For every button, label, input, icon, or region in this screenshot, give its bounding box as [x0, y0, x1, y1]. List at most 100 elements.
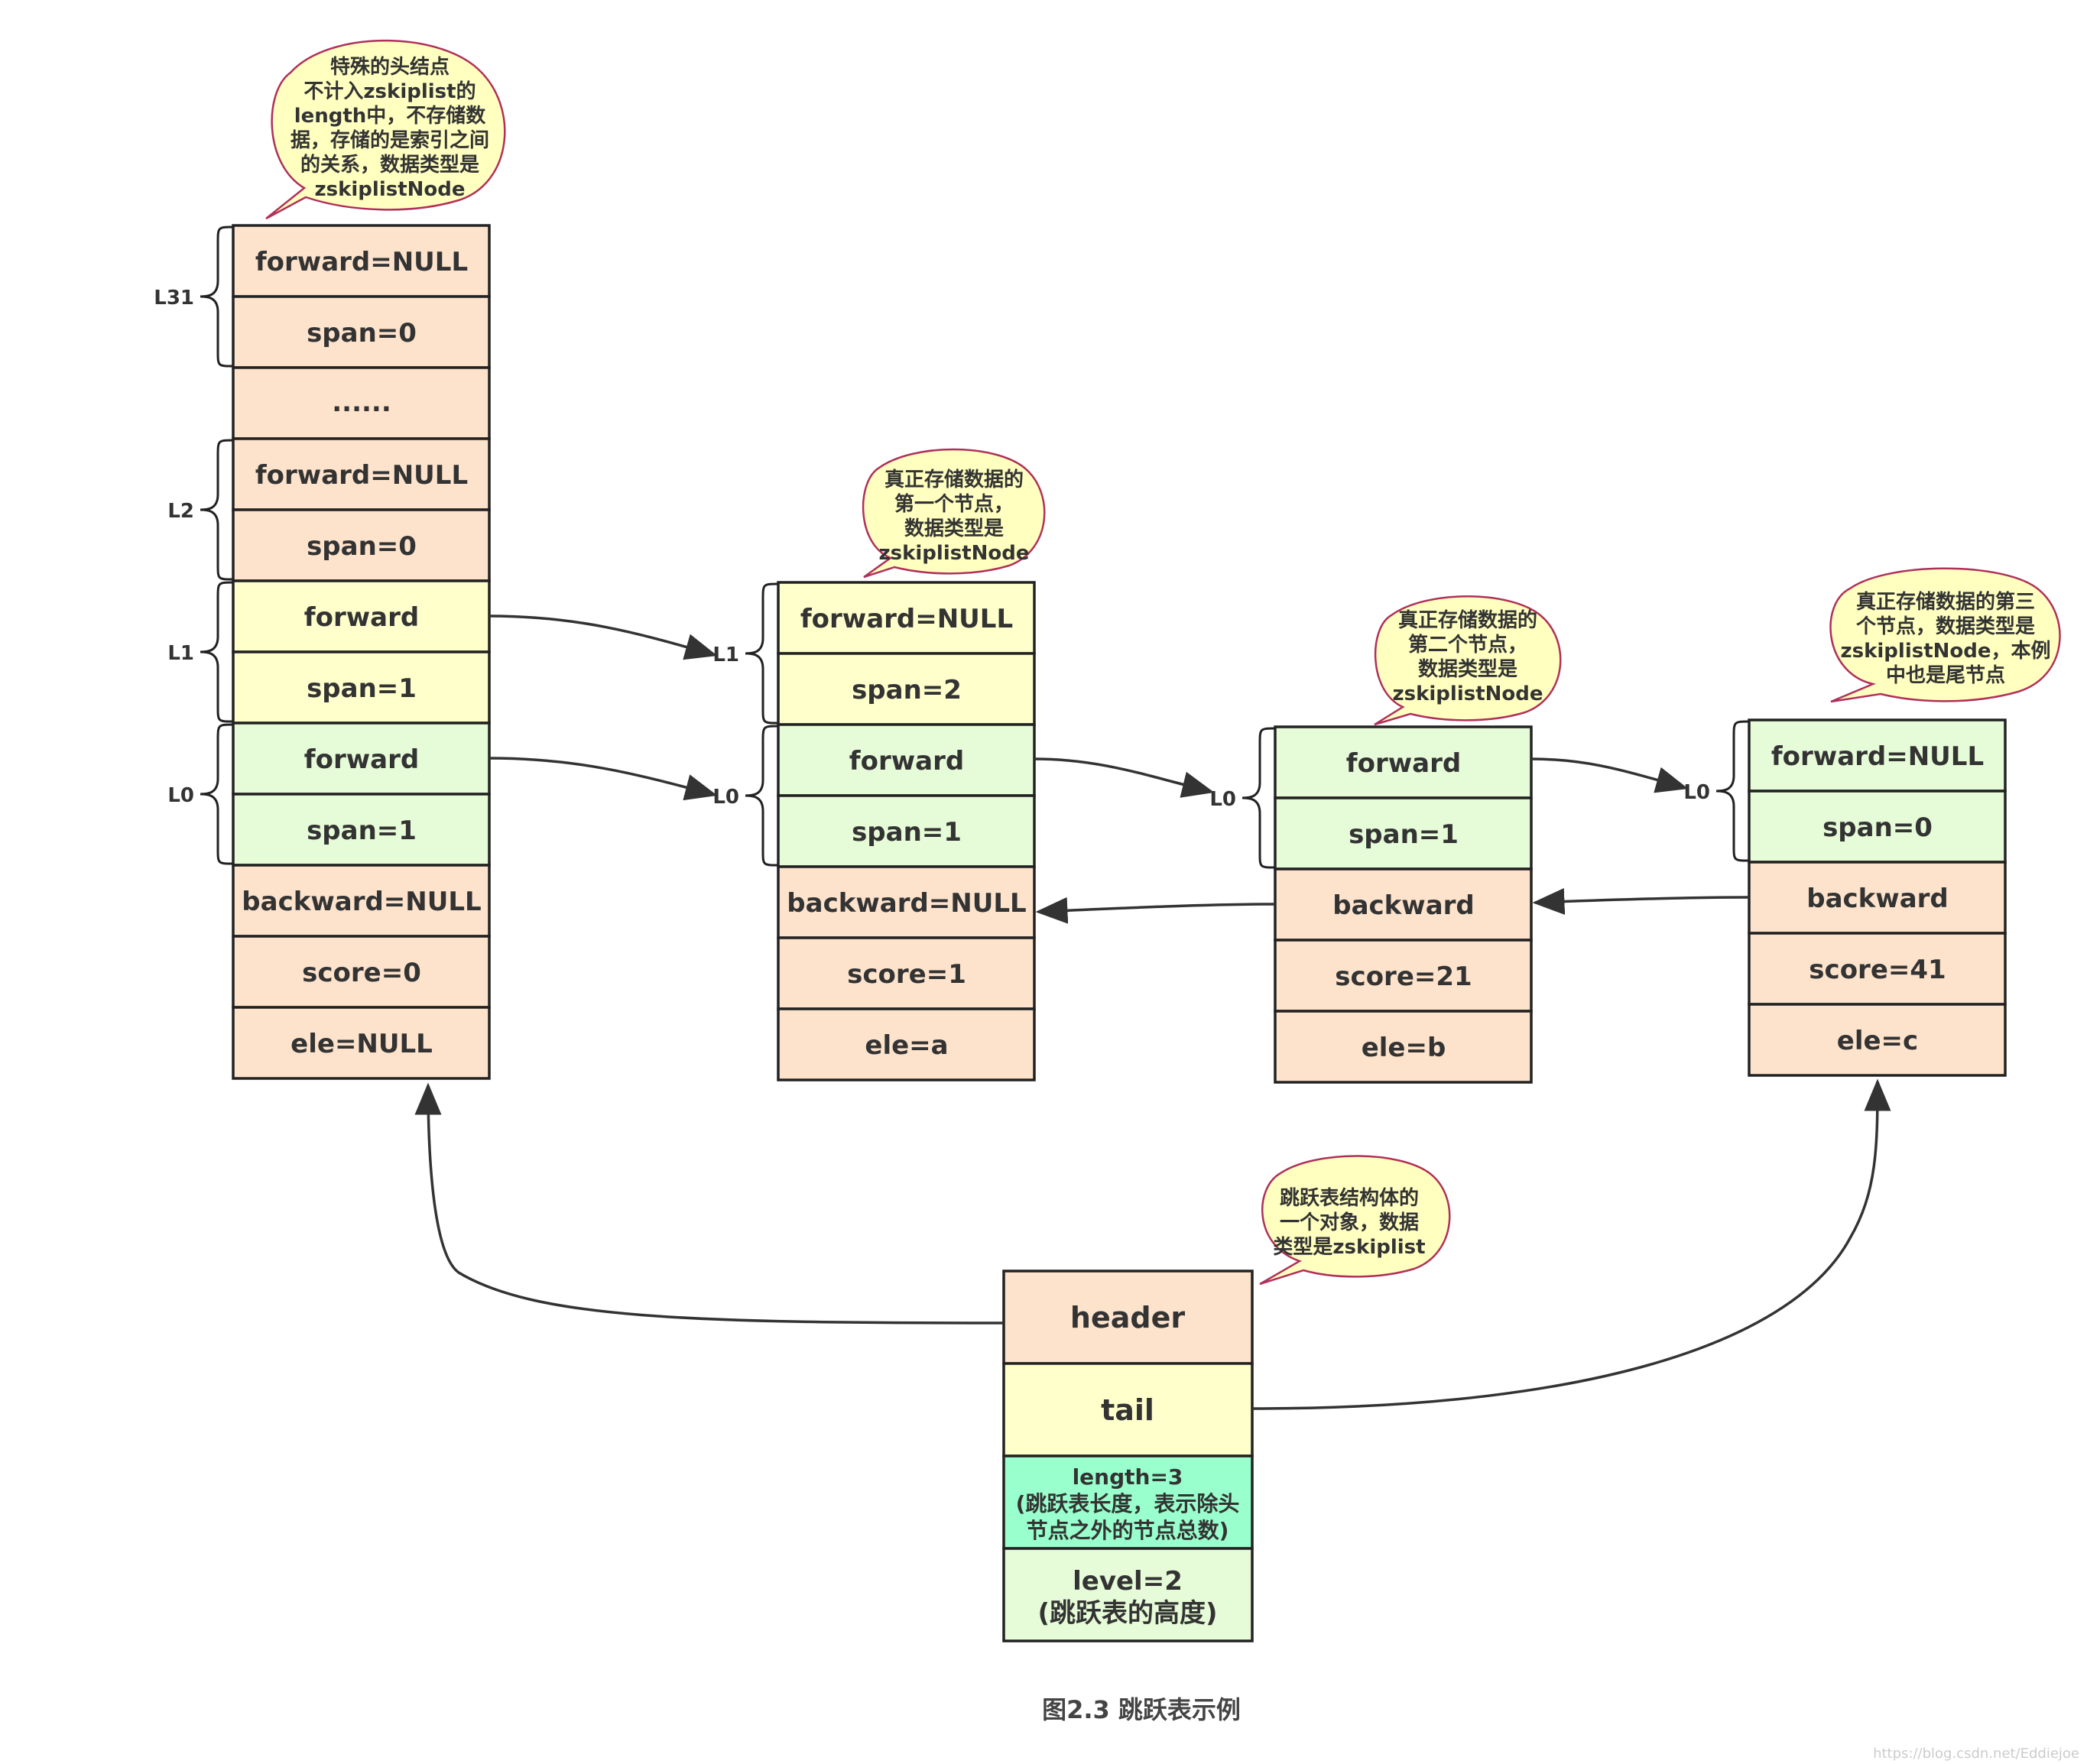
- zsl-cell-tail: [1002, 1362, 1254, 1458]
- head-label-ele: ele=NULL: [290, 1029, 433, 1059]
- zsl-cell-level: [1002, 1547, 1254, 1642]
- zsl-cell-header: [1002, 1269, 1254, 1365]
- node1-brace-l1: [745, 582, 779, 725]
- head-level-l2: L2: [167, 500, 194, 523]
- callout-node3-line-1: 真正存储数据的第三: [1856, 590, 2035, 614]
- node3-label-ele: ele=c: [1837, 1026, 1918, 1056]
- zskiplist-struct: header tail length=3 (跳跃表长度，表示除头 节点之外的节点…: [1002, 1269, 1254, 1642]
- callout-node2: 真正存储数据的 第二个节点， 数据类型是 zskiplistNode: [1374, 595, 1562, 726]
- head-label-l0-span: span=1: [307, 816, 417, 846]
- arrow-node3-backward-to-node2: [1532, 888, 1750, 915]
- node2-label-l0-span: span=1: [1349, 819, 1459, 850]
- node2-label-backward: backward: [1332, 890, 1475, 921]
- callout-node3-line-3: zskiplistNode，本例: [1840, 640, 2050, 663]
- zsl-label-length: length=3: [1073, 1464, 1183, 1490]
- callout-node1: 真正存储数据的 第一个节点， 数据类型是 zskiplistNode: [862, 448, 1046, 579]
- head-brace-l1: [200, 581, 234, 723]
- callout-head-line-4: 据，存储的是索引之间: [290, 128, 489, 152]
- node1-label-l1-forward: forward=NULL: [800, 604, 1013, 634]
- callout-node1-line-2: 第一个节点，: [894, 492, 1014, 516]
- node2-label-ele: ele=b: [1362, 1033, 1446, 1063]
- head-label-l2-span: span=0: [307, 531, 417, 562]
- node3-level-l0: L0: [1683, 781, 1710, 804]
- callout-zsl-line-2: 一个对象，数据: [1280, 1211, 1419, 1234]
- head-cell-backward: [232, 864, 491, 938]
- head-label-l31-span: span=0: [307, 318, 417, 349]
- node1-label-score: score=1: [847, 959, 966, 990]
- node1-label-l0-forward: forward: [849, 746, 964, 777]
- node3-label-score: score=41: [1809, 955, 1946, 985]
- callout-node1-line-1: 真正存储数据的: [884, 468, 1024, 491]
- arrow-head-l0-to-node1: [488, 757, 718, 801]
- callout-head: 特殊的头结点 不计入zskiplist的 length中，不存储数 据，存储的是…: [265, 39, 506, 220]
- head-label-l1-span: span=1: [307, 673, 417, 704]
- zsl-cell-length: [1002, 1454, 1254, 1550]
- head-label-l0-forward: forward: [304, 744, 419, 775]
- node2-cell-l0-forward: [1274, 725, 1533, 799]
- node2-label-score: score=21: [1335, 961, 1472, 992]
- callout-node1-line-4: zskiplistNode: [878, 542, 1029, 565]
- arrow-header-to-head: [414, 1082, 1005, 1325]
- node2-label-l0-forward: forward: [1346, 748, 1461, 779]
- node3-label-l0-forward: forward=NULL: [1771, 741, 1984, 772]
- node1-cell-l0-span: [777, 794, 1036, 868]
- arrow-head-l1-to-node1: [488, 614, 718, 660]
- callout-node1-line-3: 数据类型是: [904, 517, 1004, 540]
- callout-head-line-3: length中，不存储数: [294, 104, 487, 128]
- head-label-score: score=0: [302, 958, 421, 988]
- node2-cell-ele: [1274, 1010, 1533, 1084]
- backward-pointers: [1035, 888, 1750, 924]
- head-cell-score: [232, 935, 491, 1009]
- head-node: forward=NULL span=0 ...... forward=NULL …: [154, 224, 491, 1080]
- callout-node3-bubble: [1829, 567, 2061, 703]
- callout-head-line-2: 不计入zskiplist的: [303, 79, 475, 103]
- head-cell-l1-forward: [232, 579, 491, 653]
- node-3: forward=NULL span=0 backward score=41 el…: [1683, 718, 2007, 1077]
- node3-cell-score: [1748, 932, 2007, 1006]
- node3-label-l0-span: span=0: [1822, 812, 1933, 843]
- node1-label-backward: backward=NULL: [787, 888, 1026, 919]
- node1-label-l1-span: span=2: [852, 675, 962, 705]
- forward-pointers: [488, 614, 1689, 801]
- head-label-l2-forward: forward=NULL: [255, 460, 468, 491]
- head-cell-l0-forward: [232, 721, 491, 796]
- head-cell-l31-span: [232, 295, 491, 369]
- zsl-label-length-desc-1: (跳跃表长度，表示除头: [1016, 1491, 1240, 1516]
- figure-caption: 图2.3 跳跃表示例: [1042, 1695, 1241, 1724]
- head-label-l1-forward: forward: [304, 602, 419, 633]
- callout-node2-line-4: zskiplistNode: [1392, 683, 1543, 705]
- zsl-label-length-desc-2: 节点之外的节点总数): [1027, 1518, 1229, 1543]
- head-brace-l0: [200, 723, 234, 865]
- node3-cell-ele: [1748, 1003, 2007, 1077]
- head-brace-l2: [200, 439, 234, 581]
- callout-head-bubble: [265, 39, 506, 220]
- head-cell-l31-forward: [232, 224, 491, 298]
- head-label-l31-forward: forward=NULL: [255, 247, 468, 277]
- arrow-node2-backward-to-node1: [1035, 897, 1276, 924]
- node3-brace-l0: [1715, 720, 1750, 862]
- head-label-backward: backward=NULL: [242, 887, 481, 917]
- node1-cell-l1-span: [777, 652, 1036, 726]
- arrow-node1-l0-to-node2: [1034, 757, 1215, 798]
- node1-label-l0-span: span=1: [852, 817, 962, 848]
- callout-zsl-line-3: 类型是zskiplist: [1273, 1236, 1425, 1259]
- node1-cell-score: [777, 936, 1036, 1010]
- zsl-label-level: level=2: [1073, 1566, 1183, 1597]
- node1-cell-backward: [777, 865, 1036, 939]
- head-cell-ele: [232, 1006, 491, 1080]
- callout-node3: 真正存储数据的第三 个节点，数据类型是 zskiplistNode，本例 中也是…: [1829, 567, 2061, 703]
- head-level-l31: L31: [154, 287, 194, 310]
- node1-cell-ele: [777, 1007, 1036, 1081]
- callout-head-line-6: zskiplistNode: [314, 178, 465, 201]
- head-level-l0: L0: [167, 784, 194, 807]
- node2-cell-score: [1274, 939, 1533, 1013]
- callout-zsl-bubble: [1259, 1155, 1451, 1286]
- node3-cell-l0-forward: [1748, 718, 2007, 793]
- arrow-tail-to-node3: [1251, 1078, 1891, 1410]
- head-label-ellipsis: ......: [332, 387, 391, 418]
- node2-cell-backward: [1274, 867, 1533, 942]
- node1-level-l1: L1: [712, 644, 739, 666]
- node3-label-backward: backward: [1806, 884, 1949, 914]
- node1-label-ele: ele=a: [865, 1030, 948, 1061]
